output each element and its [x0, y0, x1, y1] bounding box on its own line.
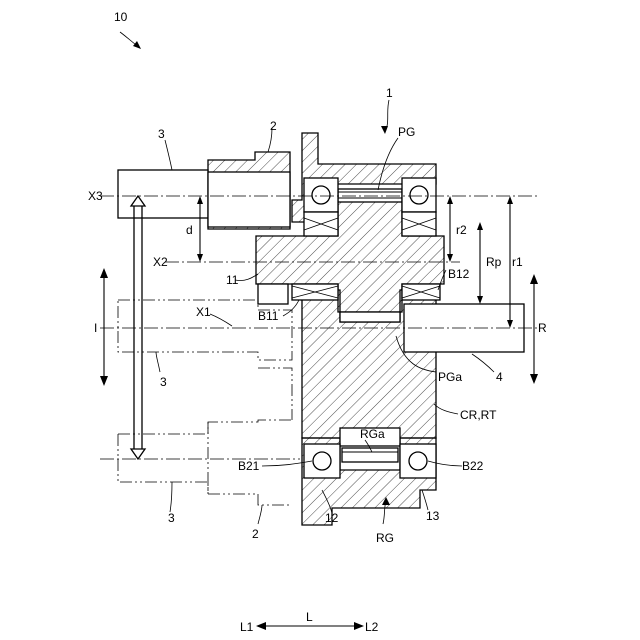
label-cr-rt: CR,RT: [460, 408, 497, 422]
label-rg: RG: [376, 531, 394, 545]
label-10: 10: [114, 10, 128, 24]
label-i: I: [94, 321, 97, 335]
label-r2: r2: [456, 223, 467, 237]
swing-double-arrow: [131, 196, 145, 459]
label-3-top: 3: [158, 127, 165, 141]
label-d: d: [186, 223, 193, 237]
label-l: L: [306, 610, 313, 624]
label-2-bot: 2: [252, 527, 259, 541]
rotation-arrow-r: [530, 274, 538, 384]
label-l2: L2: [365, 620, 379, 634]
label-b12: B12: [448, 267, 470, 281]
label-pg: PG: [398, 125, 415, 139]
bearing-b21: [304, 444, 340, 478]
input-shaft-3: [118, 170, 290, 227]
label-pga: PGa: [438, 370, 462, 384]
bearing-b11: [292, 284, 338, 300]
label-r1: r1: [512, 255, 523, 269]
bearing-b12: [402, 284, 440, 300]
bearing-upper-left: [304, 178, 338, 236]
label-rp: Rp: [486, 255, 502, 269]
label-3-bot: 3: [168, 511, 175, 525]
bearing-b22: [400, 444, 436, 478]
label-11: 11: [226, 273, 239, 287]
label-l1: L1: [240, 620, 254, 634]
label-x3: X3: [88, 189, 103, 203]
label-rga: RGa: [360, 427, 385, 441]
label-13: 13: [426, 509, 440, 523]
bearing-upper-right: [402, 178, 436, 236]
label-b22: B22: [462, 459, 484, 473]
label-x2: X2: [153, 255, 168, 269]
label-3-mid: 3: [160, 375, 167, 389]
phantom-shaft-3: [118, 300, 292, 505]
label-b21: B21: [238, 459, 260, 473]
label-12: 12: [325, 511, 339, 525]
label-r: R: [538, 321, 547, 335]
dimension-r2: [447, 196, 453, 262]
rotation-arrow-i: [100, 268, 108, 386]
label-b11: B11: [258, 309, 279, 323]
label-2-top: 2: [270, 119, 277, 133]
dimension-rp: [477, 222, 483, 304]
label-x1: X1: [196, 305, 211, 319]
label-1: 1: [386, 86, 393, 100]
label-4: 4: [496, 370, 503, 384]
